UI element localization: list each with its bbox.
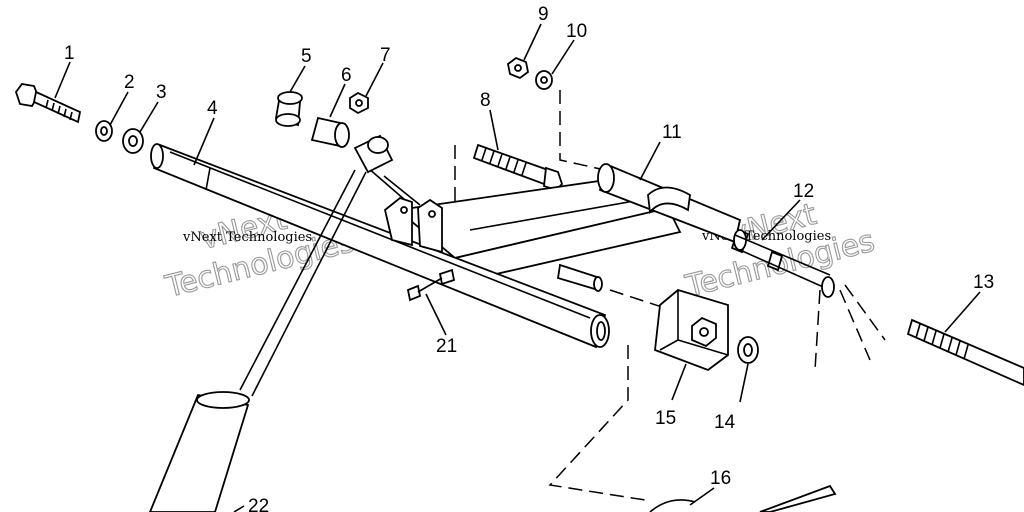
watermark-small-left: vNext Technologies: [182, 230, 312, 245]
leader-lines: [54, 23, 981, 512]
callout-16: 16: [710, 468, 731, 489]
callout-1: 1: [64, 43, 75, 64]
watermark-right: vNext Technologies: [681, 196, 879, 305]
callout-3: 3: [156, 82, 167, 103]
callout-4: 4: [207, 98, 218, 119]
callout-22: 22: [248, 496, 269, 512]
callout-9: 9: [538, 4, 549, 25]
callout-13: 13: [973, 272, 994, 293]
callout-10: 10: [566, 21, 587, 42]
washer-part-2: [95, 120, 113, 142]
washer-part-14: [737, 336, 759, 364]
grease-fitting-part-21: [406, 268, 456, 302]
a-arm-part-11: [395, 163, 742, 292]
callout-8: 8: [480, 90, 491, 111]
bolt-part-1: [14, 83, 82, 124]
block-part-15: [654, 288, 729, 372]
bracket: [367, 167, 443, 254]
callout-5: 5: [301, 46, 312, 67]
shock-absorber: [149, 134, 394, 512]
axle-right: [734, 234, 835, 298]
callout-11: 11: [662, 122, 682, 143]
washer-part-10: [535, 70, 553, 90]
nut-part-9: [507, 56, 529, 80]
callout-14: 14: [714, 412, 736, 433]
bolt-part-13: [906, 318, 1024, 386]
main-tube-part-4: [150, 143, 610, 349]
callout-6: 6: [341, 65, 352, 86]
callout-21: 21: [436, 336, 457, 357]
bushing-part-6: [310, 116, 350, 148]
callout-12: 12: [793, 181, 814, 202]
bushing-part-5: [274, 91, 303, 127]
callout-15: 15: [655, 408, 676, 429]
nut-part-7: [349, 91, 369, 115]
callout-labels: 1 2 3 4 5 6 7 8 9 10 11 12 13 14 15 16 2…: [64, 4, 994, 512]
callout-7: 7: [380, 45, 391, 66]
callout-2: 2: [124, 72, 135, 93]
rod-part-16: [649, 484, 837, 512]
washer-part-3: [122, 128, 144, 154]
bolt-part-8: [472, 143, 564, 192]
